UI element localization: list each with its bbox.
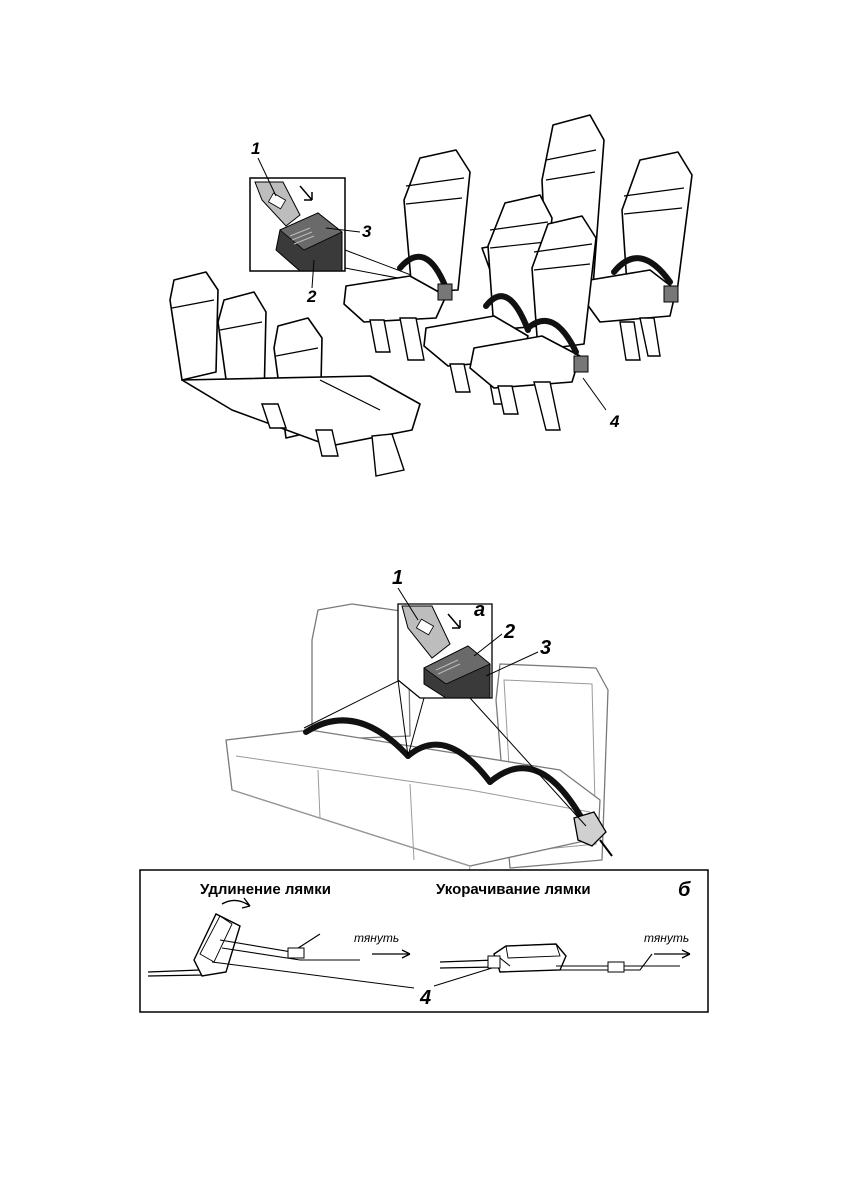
figure-seat-rows: 1 2 3 4 <box>170 115 692 476</box>
figure-bench-seat: 1 а 2 3 <box>226 567 612 886</box>
pull-label-left: тянуть <box>354 931 399 945</box>
lengthen-title: Удлинение лямки <box>200 881 331 898</box>
callout-2: 2 <box>306 287 317 306</box>
pull-label-right: тянуть <box>644 931 689 945</box>
shorten-title: Укорачивание лямки <box>436 881 591 898</box>
figure-strap-adjustment: Удлинение лямки Укорачивание лямки б тян… <box>140 870 708 1012</box>
callout-1: 1 <box>251 139 260 158</box>
callout-4-strap: 4 <box>419 987 431 1009</box>
inset-letter-a: а <box>474 599 485 621</box>
buckle-inset <box>250 178 345 271</box>
callout-4: 4 <box>609 412 620 431</box>
callout-1-bench: 1 <box>392 567 403 589</box>
inset-letter-b: б <box>678 879 691 901</box>
callout-3: 3 <box>362 222 372 241</box>
callout-2-bench: 3 <box>540 637 551 659</box>
callout-3-bench: 2 <box>503 621 515 643</box>
